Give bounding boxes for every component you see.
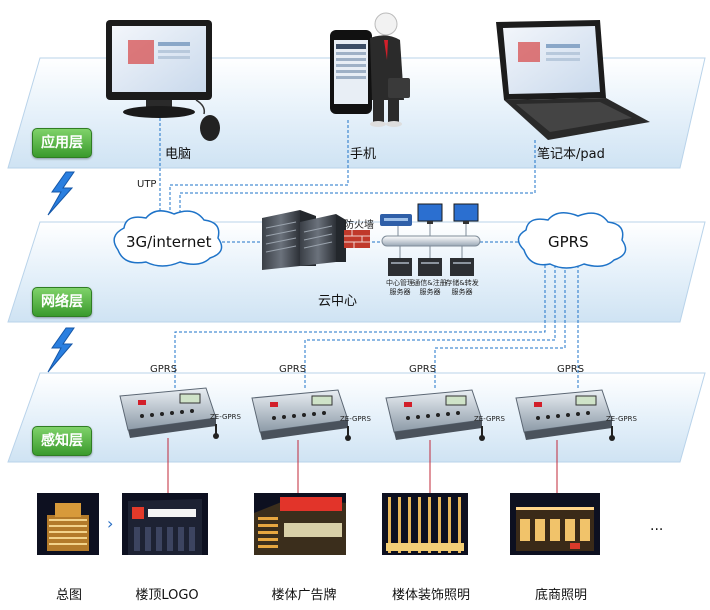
smartphone-icon bbox=[330, 30, 372, 114]
pc-label: 电脑 bbox=[165, 147, 192, 162]
photo-caption-overview: 总图 bbox=[55, 588, 83, 603]
controller-model-label: ZE-GPRS bbox=[474, 415, 505, 423]
more-photos-ellipsis: ... bbox=[650, 518, 664, 534]
field-links bbox=[167, 438, 558, 493]
photo-caption-shop-lighting: 底商照明 bbox=[534, 588, 588, 603]
lighting-photo bbox=[37, 493, 99, 555]
photo-caption-rooftop-logo: 楼顶LOGO bbox=[135, 588, 199, 603]
switch-icon bbox=[380, 214, 412, 226]
monitor-icon bbox=[453, 203, 479, 224]
internet-cloud-label: 3G/internet bbox=[126, 233, 212, 251]
laptop-icon bbox=[496, 20, 650, 140]
photo-caption-facade-lighting: 楼体装饰照明 bbox=[391, 588, 471, 603]
lighting-photo bbox=[382, 493, 468, 555]
gprs-cloud bbox=[517, 212, 627, 269]
business-man-icon bbox=[370, 12, 410, 127]
chevron-right-icon: › bbox=[107, 514, 114, 533]
gprs-link-label: GPRS bbox=[409, 364, 437, 375]
field-photos bbox=[37, 493, 600, 555]
server-unit-icon bbox=[388, 258, 474, 276]
lighting-photo bbox=[510, 493, 600, 555]
desktop-pc-icon bbox=[106, 20, 220, 141]
monitor-icon bbox=[417, 203, 443, 224]
layer-label-application: 应用层 bbox=[32, 128, 92, 158]
server-label-communication: 通信&注册服务器 bbox=[413, 279, 447, 296]
lightning-icon bbox=[47, 171, 75, 216]
server-label-management: 中心管理服务器 bbox=[386, 279, 414, 296]
internet-cloud bbox=[113, 210, 223, 267]
controller-model-label: ZE-GPRS bbox=[606, 415, 637, 423]
gprs-link-label: GPRS bbox=[557, 364, 585, 375]
firewall-label: 防火墙 bbox=[344, 220, 374, 231]
controllers bbox=[119, 387, 615, 441]
gprs-controller-icon bbox=[515, 389, 615, 441]
layer-label-perception: 感知层 bbox=[32, 426, 92, 456]
server-rack-icon bbox=[262, 210, 346, 270]
laptop-label: 笔记本/pad bbox=[537, 147, 605, 162]
gprs-cloud-label: GPRS bbox=[548, 233, 589, 251]
lightning-icon bbox=[47, 327, 75, 373]
gprs-controller-icon bbox=[385, 389, 485, 441]
gprs-link-label: GPRS bbox=[279, 364, 307, 375]
controller-model-label: ZE-GPRS bbox=[210, 413, 241, 421]
cloud-center-label: 云中心 bbox=[318, 294, 358, 309]
gprs-link-label: GPRS bbox=[150, 364, 178, 375]
lighting-photo bbox=[122, 493, 208, 555]
server-label-storage: 存储&转发服务器 bbox=[445, 279, 479, 296]
controller-model-label: ZE-GPRS bbox=[340, 415, 371, 423]
utp-label: UTP bbox=[137, 179, 157, 190]
layer-label-network: 网络层 bbox=[32, 287, 92, 317]
phone-label: 手机 bbox=[350, 147, 377, 162]
firewall-icon bbox=[344, 230, 370, 248]
photo-caption-billboard: 楼体广告牌 bbox=[271, 588, 337, 603]
gprs-controller-icon bbox=[119, 387, 219, 439]
lighting-photo bbox=[254, 493, 346, 555]
network-bus bbox=[381, 222, 481, 258]
gprs-controller-icon bbox=[251, 389, 351, 441]
